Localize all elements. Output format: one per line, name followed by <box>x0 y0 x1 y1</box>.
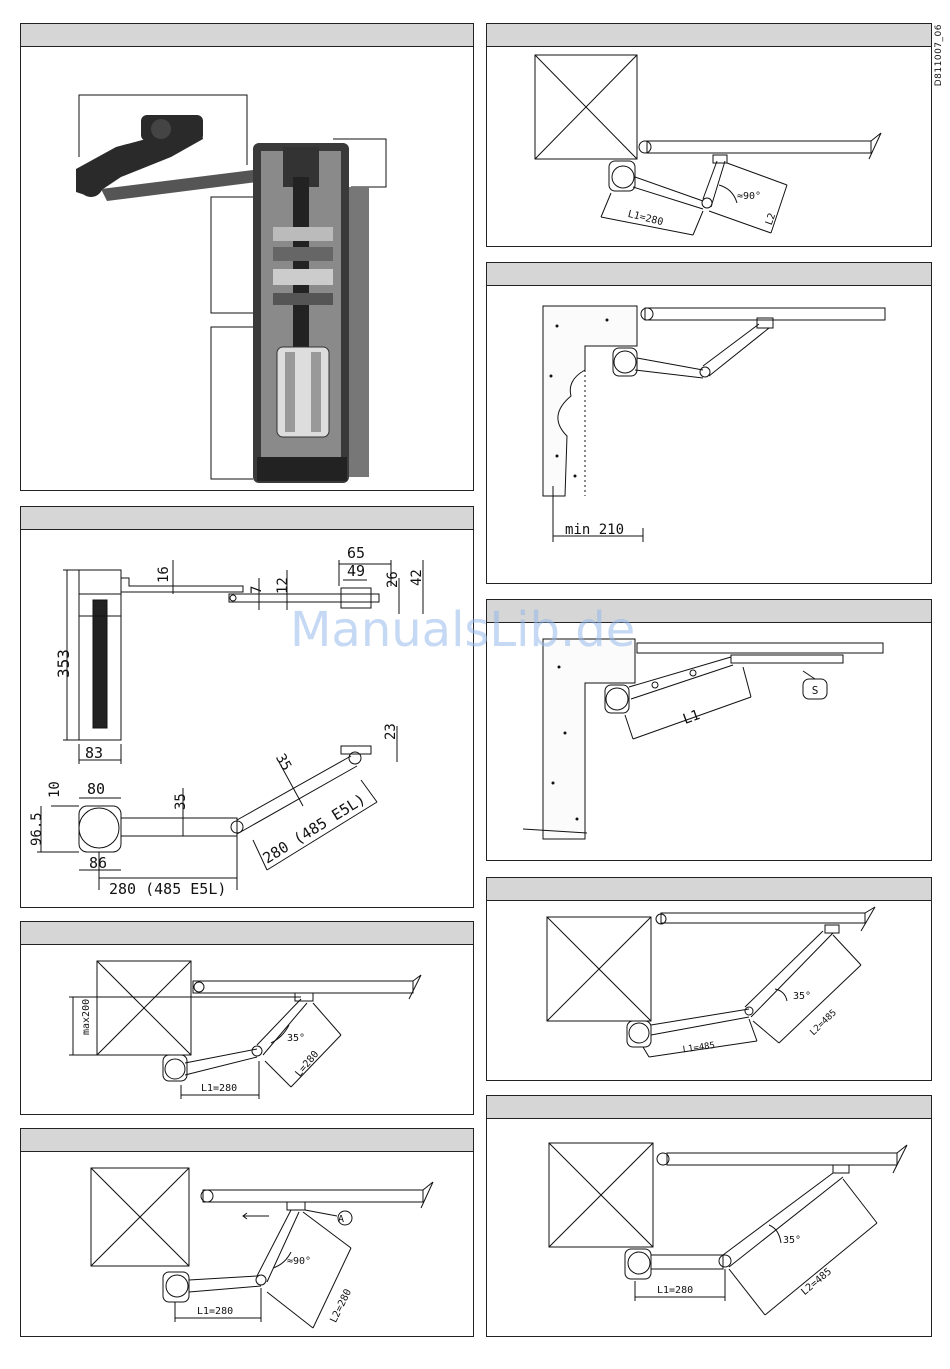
dim-83: 83 <box>85 744 103 762</box>
panel-header <box>21 507 473 530</box>
install-diagram-l485: 35° L1=485 L2=485 <box>487 901 931 1081</box>
l2-label: L2=485 <box>809 1008 839 1038</box>
l2-label: L2 <box>764 212 778 227</box>
install-diagram-max200: max200 35° L1=280 L=280 <box>21 945 473 1115</box>
panel-header <box>21 1129 473 1152</box>
panel-header <box>487 263 931 286</box>
panel-header <box>487 24 931 47</box>
dim-42: 42 <box>409 569 425 586</box>
install-diagram-shoe: S L1 <box>487 623 931 861</box>
angle-label: ≈90° <box>287 1256 311 1267</box>
panel-header <box>487 1096 931 1119</box>
operator-arm <box>76 115 265 201</box>
dim-49: 49 <box>347 562 365 580</box>
dimension-drawing: 16 7 12 65 49 26 42 353 83 10 80 96.5 35… <box>21 530 473 908</box>
marker-s: S <box>812 684 819 697</box>
arm-length-diagonal: 280 (485 E5L) <box>260 790 369 867</box>
dim-35-a: 35 <box>173 793 189 810</box>
install-diagram-min210: min 210 <box>487 286 931 584</box>
l1-label: L1=280 <box>657 1285 693 1296</box>
l1-label: L1=280 <box>201 1083 237 1094</box>
angle-label: 35° <box>287 1033 305 1044</box>
panel-header <box>21 922 473 945</box>
dim-65: 65 <box>347 544 365 562</box>
l1-label: L1=280 <box>197 1306 233 1317</box>
dim-353: 353 <box>54 649 73 678</box>
dim-80: 80 <box>87 780 105 798</box>
marker-a: A <box>338 1214 344 1225</box>
panel-header <box>487 600 931 623</box>
l2-label: L=280 <box>294 1049 322 1079</box>
max-distance-label: max200 <box>81 999 92 1035</box>
l1-label: L1 <box>681 707 702 728</box>
l1-label: L1=485 <box>682 1041 716 1055</box>
panel-install-min210: min 210 <box>486 262 932 584</box>
dim-23: 23 <box>383 723 399 740</box>
panel-install-l280: A ≈90° L1=280 L2=280 <box>20 1128 474 1337</box>
dim-12: 12 <box>275 577 291 594</box>
motor-body <box>253 143 369 483</box>
dim-16: 16 <box>156 566 172 583</box>
dim-86: 86 <box>89 854 107 872</box>
angle-label: 35° <box>793 991 811 1002</box>
install-diagram-l2-485: 35° L1=280 L2=485 <box>487 1119 931 1337</box>
dim-7: 7 <box>249 586 265 594</box>
panel-header <box>21 24 473 47</box>
panel-dimensions: 16 7 12 65 49 26 42 353 83 10 80 96.5 35… <box>20 506 474 908</box>
arm-length-horizontal: 280 (485 E5L) <box>109 880 226 898</box>
panel-install-max200: max200 35° L1=280 L=280 <box>20 921 474 1115</box>
install-diagram-l280: A ≈90° L1=280 L2=280 <box>21 1152 473 1337</box>
panel-install-90deg: ≈90° L1=280 L2 <box>486 23 932 247</box>
document-code: D811007_06 <box>934 24 944 86</box>
dim-26: 26 <box>385 571 401 588</box>
panel-motor-cutaway <box>20 23 474 491</box>
motor-cutaway-illustration <box>21 47 473 491</box>
panel-header <box>487 878 931 901</box>
panel-install-l2-485: 35° L1=280 L2=485 <box>486 1095 932 1337</box>
panel-install-shoe: S L1 <box>486 599 932 861</box>
install-diagram-90deg: ≈90° L1=280 L2 <box>487 47 931 247</box>
angle-label: 35° <box>783 1235 801 1246</box>
l2-label: L2=280 <box>328 1287 354 1324</box>
dim-96-5: 96.5 <box>29 812 45 846</box>
min-distance-label: min 210 <box>565 522 624 538</box>
dim-10: 10 <box>47 781 63 798</box>
dim-35-b: 35 <box>272 751 294 774</box>
angle-label: ≈90° <box>737 191 761 202</box>
panel-install-l485: 35° L1=485 L2=485 <box>486 877 932 1081</box>
